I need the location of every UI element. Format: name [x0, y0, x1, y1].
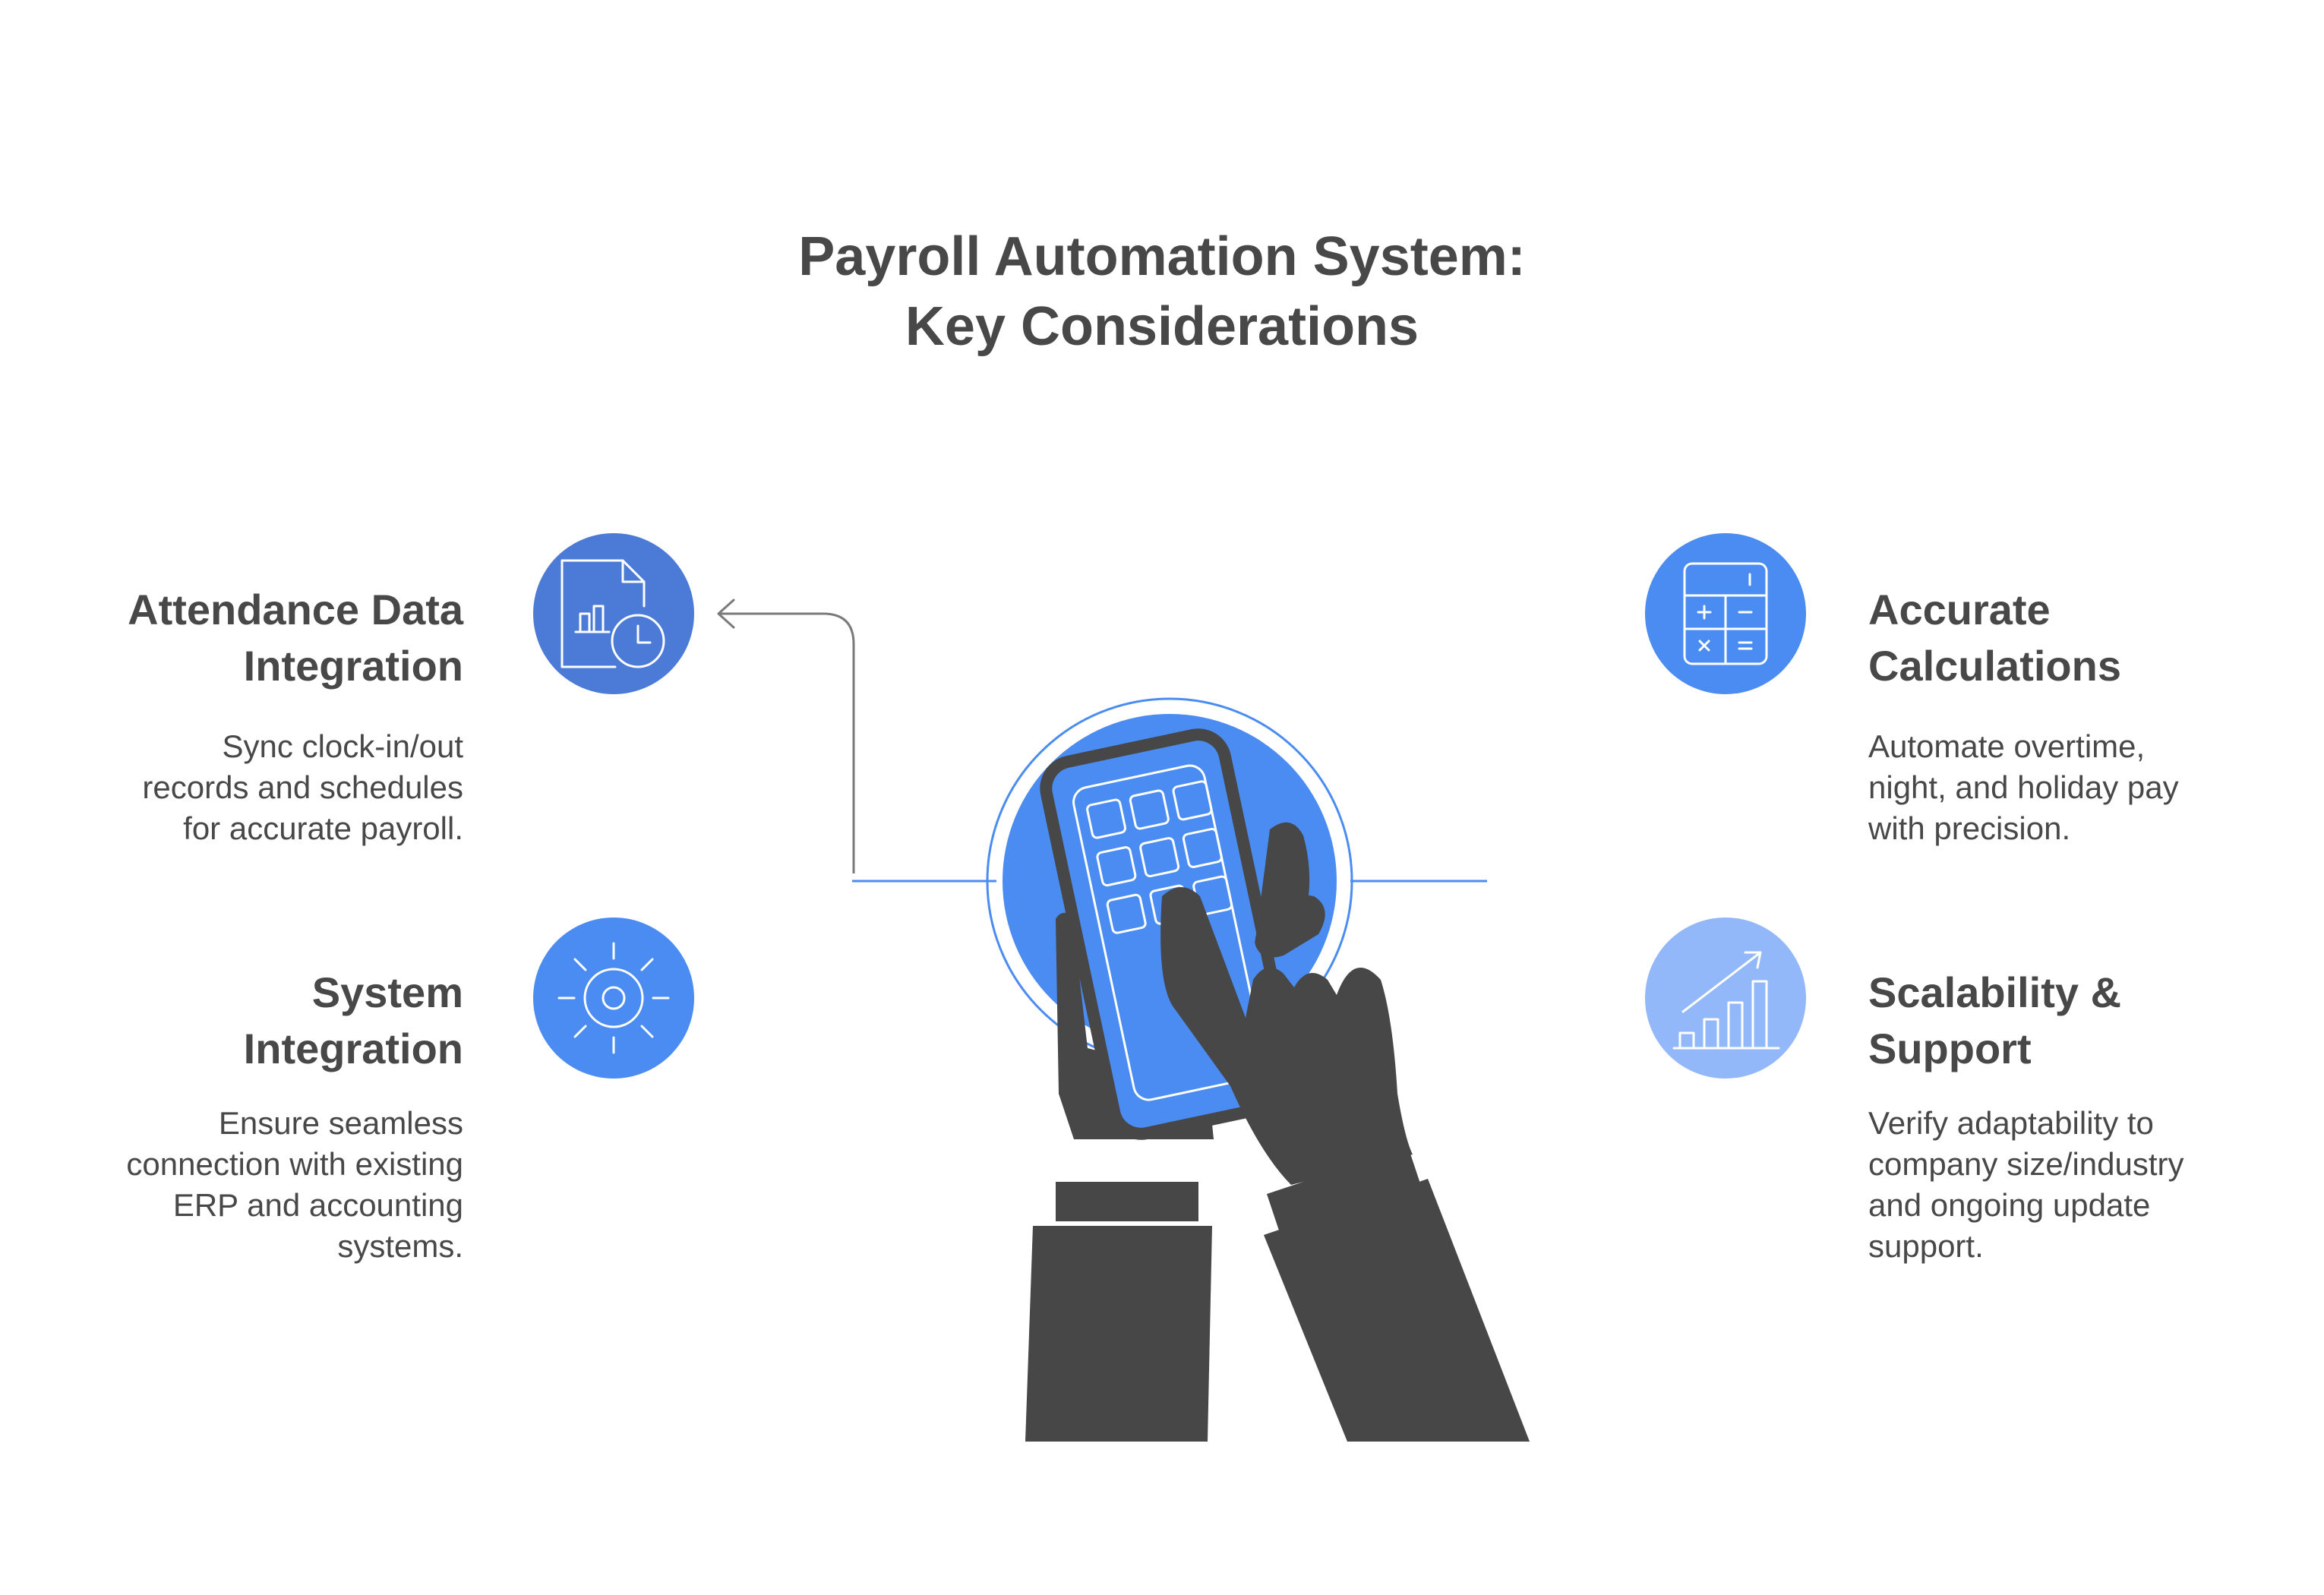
circle-attendance	[533, 533, 694, 694]
title-line-2: Key Considerations	[905, 296, 1419, 357]
hands-calculator-icon	[986, 697, 1530, 1442]
desc-accurate-calculations: Automate overtime, night, and holiday pa…	[1868, 728, 2179, 846]
heading-system-integration: System Integration	[243, 968, 463, 1072]
title-line-1: Payroll Automation System:	[798, 226, 1526, 287]
heading-attendance-data-integration: Attendance Data Integration	[128, 586, 463, 690]
desc-attendance-data-integration: Sync clock-in/out records and schedules …	[142, 728, 463, 846]
connector-arrow	[720, 612, 855, 873]
desc-system-integration: Ensure seamless connection with existing…	[126, 1105, 463, 1264]
desc-scalability-support: Verify adaptability to company size/indu…	[1868, 1105, 2184, 1264]
growth-chart-icon	[1672, 951, 1780, 1050]
circle-scalability-support	[1645, 918, 1806, 1079]
circle-system-integration	[533, 918, 694, 1079]
page-title: Payroll Automation System: Key Considera…	[0, 222, 2324, 362]
arrowhead-icon	[717, 599, 735, 629]
circle-accurate-calculations	[1645, 533, 1806, 694]
heading-accurate-calculations: Accurate Calculations	[1868, 586, 2121, 690]
document-chart-clock-icon	[560, 559, 665, 668]
heading-scalability-support: Scalability & Support	[1868, 968, 2122, 1072]
sun-gear-icon	[557, 942, 670, 1054]
calculator-icon	[1683, 562, 1768, 665]
